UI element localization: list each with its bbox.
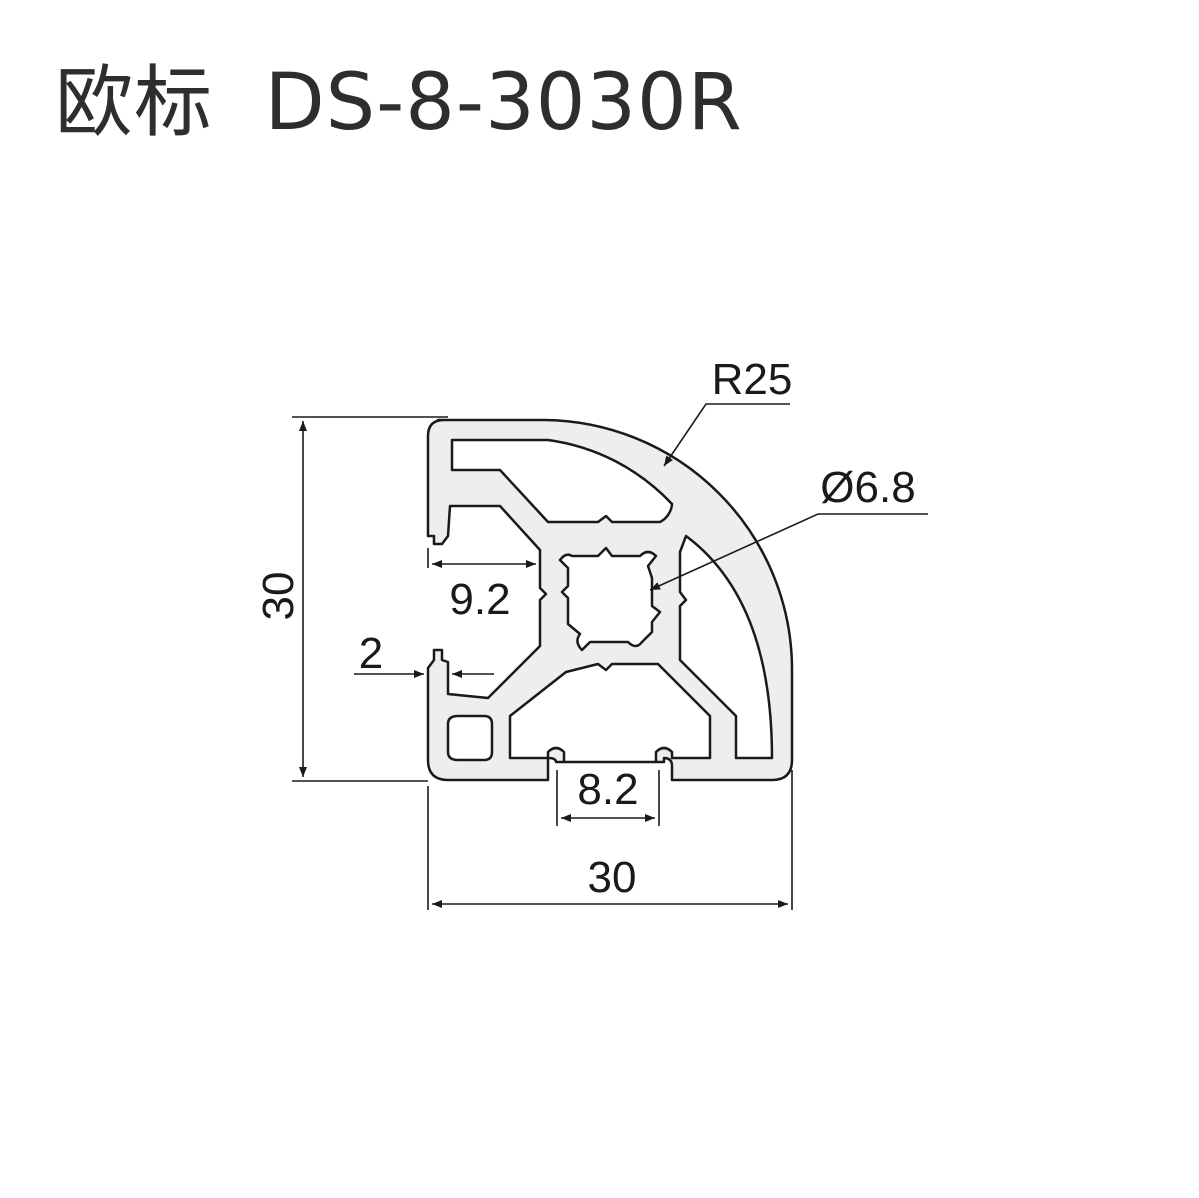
aluminium-profile	[426, 418, 794, 782]
radius-leader	[663, 403, 790, 467]
slot-depth-label: 9.2	[449, 575, 510, 624]
bore-leader	[649, 513, 928, 591]
width-label: 30	[588, 853, 637, 902]
wall-label: 2	[359, 629, 383, 678]
page-title: 欧标 DS-8-3030R	[55, 58, 743, 148]
center-bore	[558, 546, 662, 652]
radius-label: R25	[712, 355, 793, 404]
dimension-lines	[299, 403, 928, 908]
height-label: 30	[254, 572, 303, 621]
extension-lines	[292, 416, 793, 910]
slot-width-label: 8.2	[577, 765, 638, 814]
bore-label: Ø6.8	[820, 463, 915, 512]
